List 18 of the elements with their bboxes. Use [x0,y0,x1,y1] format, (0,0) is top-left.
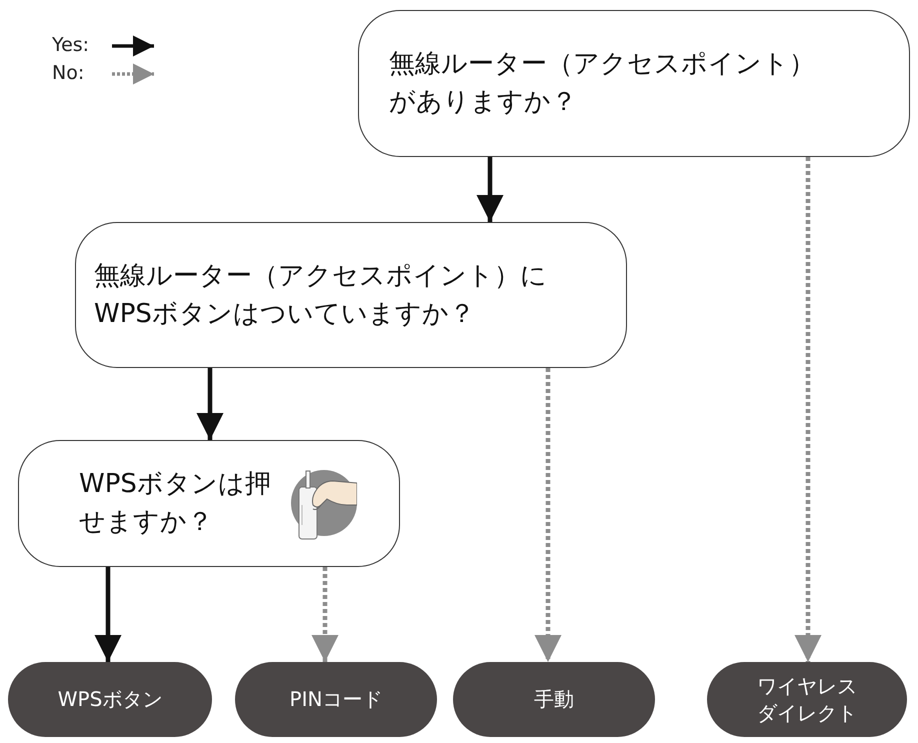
question-text: WPSボタンは押せますか？ [79,468,272,539]
legend-label: No: [52,62,84,84]
legend-label: Yes: [52,34,90,56]
arrow [94,567,122,662]
result-label: ワイヤレスダイレクト [756,672,858,726]
question-box [18,440,400,567]
result-label: WPSボタン [56,686,164,713]
result-label: PINコード [288,686,384,713]
arrow [312,567,338,662]
arrow [534,368,562,662]
result-label: 手動 [533,686,575,713]
question-box [75,222,627,368]
arrow [794,157,822,662]
arrow [196,368,224,440]
question-text: 無線ルーター（アクセスポイント）にWPSボタンはついていますか？ [94,260,548,331]
question-box [358,10,910,157]
question-text: 無線ルーター（アクセスポイント）がありますか？ [389,48,816,119]
arrow [476,157,504,222]
